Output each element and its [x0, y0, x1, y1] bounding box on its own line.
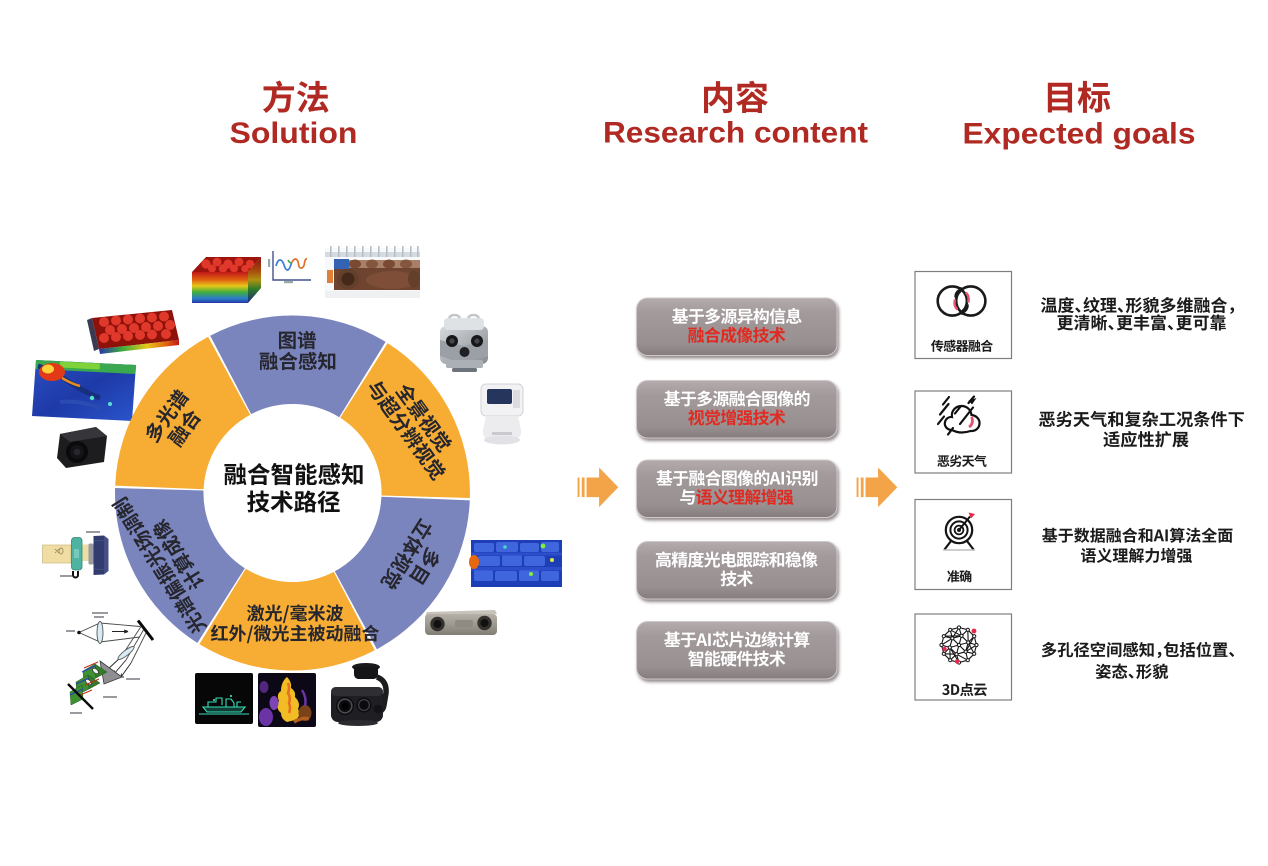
svg-text:Expected goals: Expected goals — [963, 118, 1196, 151]
svg-text:Research content: Research content — [603, 117, 868, 150]
svg-text:Solution: Solution — [230, 117, 358, 150]
